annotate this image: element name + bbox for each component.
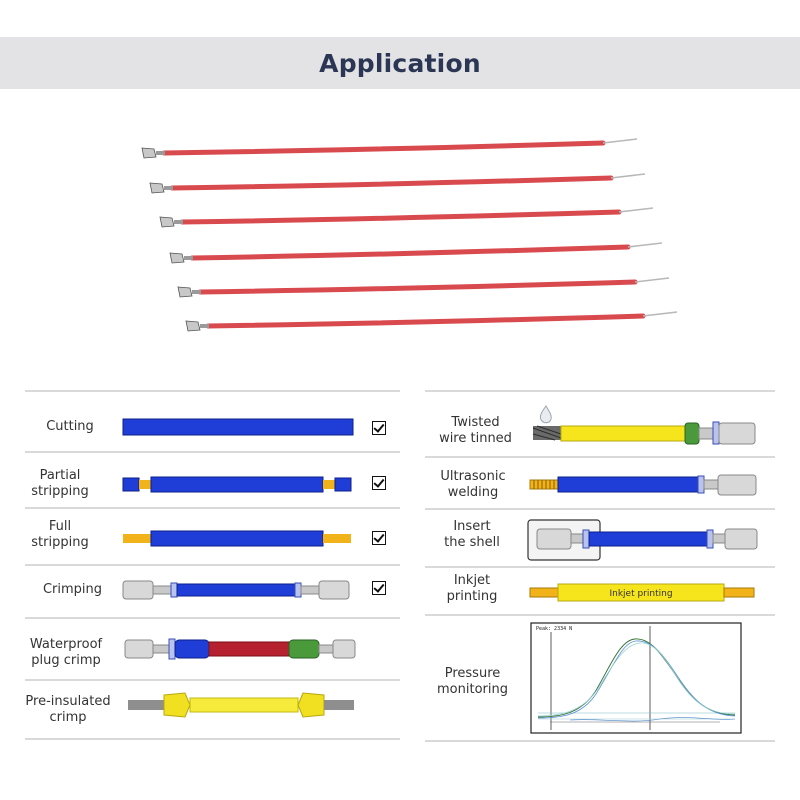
partial-stripping-diagram — [122, 476, 352, 493]
row-divider — [25, 451, 400, 453]
process-label-pre-insulated-crimp: Pre-insulated crimp — [25, 694, 111, 725]
process-label-twisted-wire-tinned: Twisted wire tinned — [439, 415, 512, 446]
partial-stripping-checkbox — [372, 476, 386, 490]
row-divider — [425, 390, 775, 392]
twisted-wire-tinned-diagram — [532, 405, 756, 445]
process-label-full-stripping: Full stripping — [31, 519, 89, 550]
inkjet-print-text: Inkjet printing — [609, 589, 672, 599]
solder-drop-icon — [539, 405, 552, 424]
crimped-red-wire — [141, 138, 638, 159]
crimped-red-wire — [177, 277, 670, 298]
process-label-inkjet-printing: Inkjet printing — [446, 573, 498, 604]
crimped-red-wire — [169, 242, 663, 264]
cutting-checkbox — [372, 421, 386, 435]
header-banner: Application — [0, 37, 800, 89]
process-label-ultrasonic-welding: Ultrasonic welding — [440, 469, 506, 500]
crimped-red-wire — [149, 173, 646, 194]
crimped-red-wire — [185, 311, 678, 332]
pre-insulated-crimp-diagram — [128, 692, 354, 718]
row-divider — [25, 738, 400, 740]
row-divider — [425, 456, 775, 458]
row-divider — [25, 617, 400, 619]
pressure-monitoring-diagram: Peak: 2334 N — [530, 622, 742, 734]
row-divider — [25, 390, 400, 392]
process-label-pressure-monitoring: Pressure monitoring — [437, 666, 508, 697]
crimped-red-wire — [159, 207, 654, 228]
crimping-diagram — [122, 580, 350, 600]
row-divider — [25, 507, 400, 509]
process-label-partial-stripping: Partial stripping — [31, 468, 89, 499]
row-divider — [425, 740, 775, 742]
insert-the-shell-diagram — [527, 519, 758, 561]
row-divider — [425, 614, 775, 616]
row-divider — [425, 508, 775, 510]
process-label-waterproof-plug-crimp: Waterproof plug crimp — [29, 637, 103, 668]
process-label-crimping: Crimping — [42, 582, 103, 597]
inkjet-printing-diagram: Inkjet printing — [529, 583, 755, 602]
full-stripping-diagram — [123, 530, 351, 547]
chart-caption: Peak: 2334 N — [536, 626, 572, 632]
process-label-cutting: Cutting — [46, 419, 94, 434]
process-label-insert-the-shell: Insert the shell — [444, 519, 500, 550]
ultrasonic-welding-diagram — [529, 474, 757, 496]
page-title: Application — [319, 48, 481, 78]
row-divider — [425, 566, 775, 568]
row-divider — [25, 564, 400, 566]
cutting-diagram — [122, 418, 354, 436]
waterproof-plug-crimp-diagram — [124, 638, 356, 660]
crimping-checkbox — [372, 581, 386, 595]
full-stripping-checkbox — [372, 531, 386, 545]
row-divider — [25, 679, 400, 681]
crimped-wires-photo — [141, 138, 678, 332]
